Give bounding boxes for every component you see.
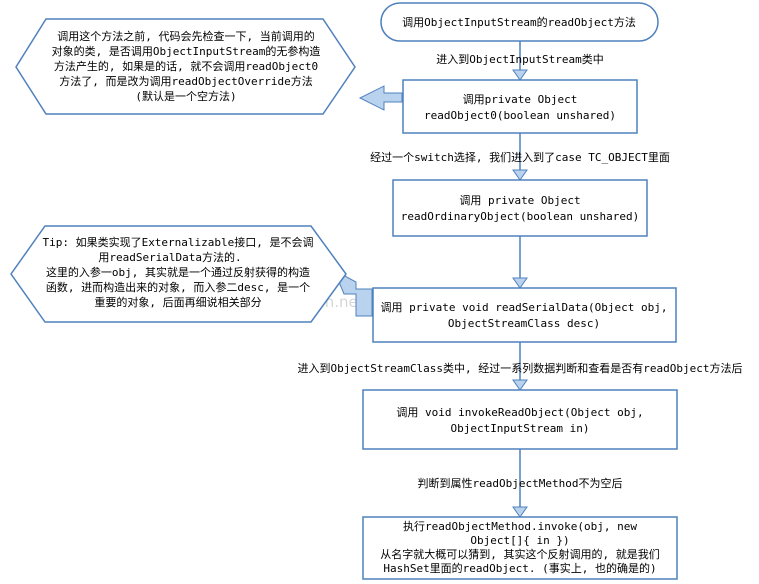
edge-label-enter-objectstreamclass: 进入到ObjectStreamClass类中, 经过一系列数据判断和查看是否有r…	[297, 361, 742, 375]
box-readserialdata-line-1: 调用 private void readSerialData(Object ob…	[381, 301, 668, 314]
box-invoke-line-1: 执行readObjectMethod.invoke(obj, new	[403, 519, 637, 533]
box-invokereadobject-line-2: ObjectInputStream in)	[450, 422, 589, 435]
callout-2-line-5: 重要的对象, 后面再细说相关部分	[94, 295, 261, 309]
box-readordinaryobject-line-1: 调用 private Object	[459, 194, 580, 207]
callout-1-line-5: (默认是一个空方法)	[135, 89, 236, 103]
arrow-readserialdata-to-invokereadobject	[512, 342, 528, 391]
callout-1-line-3: 方法产生的, 如果是的话, 就不会调用readObject0	[54, 59, 318, 73]
callout-externalizable-tip: Tip: 如果类实现了Externalizable接口, 是不会调 用readS…	[10, 225, 347, 323]
arrow-readobject0-to-readordinary	[512, 133, 528, 181]
box-readserialdata-line-2: ObjectStreamClass desc)	[448, 317, 600, 330]
callout-2-line-3: 这里的入参一obj, 其实就是一个通过反射获得的构造	[46, 265, 310, 279]
box-readobject0-line-1: 调用private Object	[463, 93, 578, 106]
edge-label-enter-objectinputstream: 进入到ObjectInputStream类中	[436, 52, 604, 66]
callout-1-line-2: 对象的类, 是否调用ObjectInputStream的无参构造	[52, 44, 321, 58]
box-readserialdata: 调用 private void readSerialData(Object ob…	[372, 287, 677, 343]
edge-label-switch-case: 经过一个switch选择, 我们进入到了case TC_OBJECT里面	[370, 150, 670, 164]
callout-2-line-2: 用readSerialData方法的.	[98, 250, 241, 264]
arrow-start-to-readobject0	[512, 41, 528, 81]
start-node: 调用ObjectInputStream的readObject方法	[380, 2, 659, 42]
box-readordinaryobject: 调用 private Object readOrdinaryObject(boo…	[392, 179, 648, 237]
arrow-invokereadobject-to-invoke	[512, 449, 528, 518]
edge-label-readobjectmethod-not-null: 判断到属性readObjectMethod不为空后	[418, 476, 623, 490]
callout-2-line-4: 函数, 进而构造出来的对象, 而入参二desc, 是一个	[46, 280, 310, 294]
callout-1-line-1: 调用这个方法之前, 代码会先检查一下, 当前调用的	[57, 29, 315, 43]
box-invoke: 执行readObjectMethod.invoke(obj, new Objec…	[362, 516, 678, 580]
start-node-label: 调用ObjectInputStream的readObject方法	[402, 15, 636, 29]
box-invoke-line-2: Object[]{ in })	[470, 534, 569, 547]
box-invokereadobject-line-1: 调用 void invokeReadObject(Object obj,	[396, 406, 643, 419]
box-readobject0-line-2: readObject0(boolean unshared)	[424, 109, 616, 122]
callout-readobject-override: 调用这个方法之前, 代码会先检查一下, 当前调用的 对象的类, 是否调用Obje…	[15, 18, 356, 115]
box-readobject0: 调用private Object readObject0(boolean uns…	[402, 79, 638, 134]
arrow-readordinary-to-readserialdata	[512, 236, 528, 289]
box-invoke-line-4: HashSet里面的readObject. (事实上, 也的确是的)	[383, 561, 656, 575]
callout-2-line-1: Tip: 如果类实现了Externalizable接口, 是不会调	[42, 235, 313, 249]
box-readordinaryobject-line-2: readOrdinaryObject(boolean unshared)	[401, 210, 639, 223]
box-invokereadobject: 调用 void invokeReadObject(Object obj, Obj…	[362, 389, 678, 450]
box-invoke-line-3: 从名字就大概可以猜到, 其实这个反射调用的, 就是我们	[380, 547, 660, 561]
callout-arrow-1	[358, 85, 403, 111]
callout-1-line-4: 方法了, 而是改为调用readObjectOverride方法	[59, 74, 312, 88]
